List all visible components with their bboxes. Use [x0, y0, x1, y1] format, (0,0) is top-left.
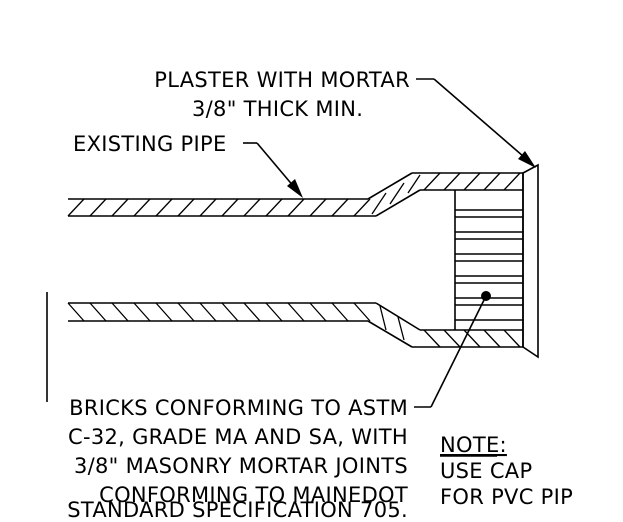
mortar-plaster-face — [522, 163, 539, 359]
bricks-label-line1: BRICKS CONFORMING TO ASTM — [69, 396, 408, 420]
note-line2: FOR PVC PIP — [440, 485, 573, 509]
upper-wall-hatching — [67, 172, 521, 217]
lower-pipe-wall — [67, 302, 523, 348]
plaster-label-line2: 3/8" THICK MIN. — [192, 97, 363, 121]
bricks-label-line3: 3/8" MASONRY MORTAR JOINTS — [74, 454, 408, 478]
existing-pipe-label: EXISTING PIPE — [73, 132, 227, 156]
plaster-label-line1: PLASTER WITH MORTAR — [154, 68, 410, 92]
bricks-label-line2: C-32, GRADE MA AND SA, WITH — [68, 425, 408, 449]
bricks-label-line4: CONFORMING TO MAINEDOT — [99, 483, 408, 507]
brick-leader — [414, 295, 487, 408]
upper-pipe-wall — [67, 172, 523, 217]
note-line1: USE CAP — [440, 459, 532, 483]
note-title: NOTE: — [440, 433, 507, 457]
plaster-leader — [416, 78, 536, 168]
lower-wall-hatching — [67, 302, 521, 348]
existing-pipe-leader — [243, 142, 303, 198]
brick-plug — [454, 190, 523, 330]
